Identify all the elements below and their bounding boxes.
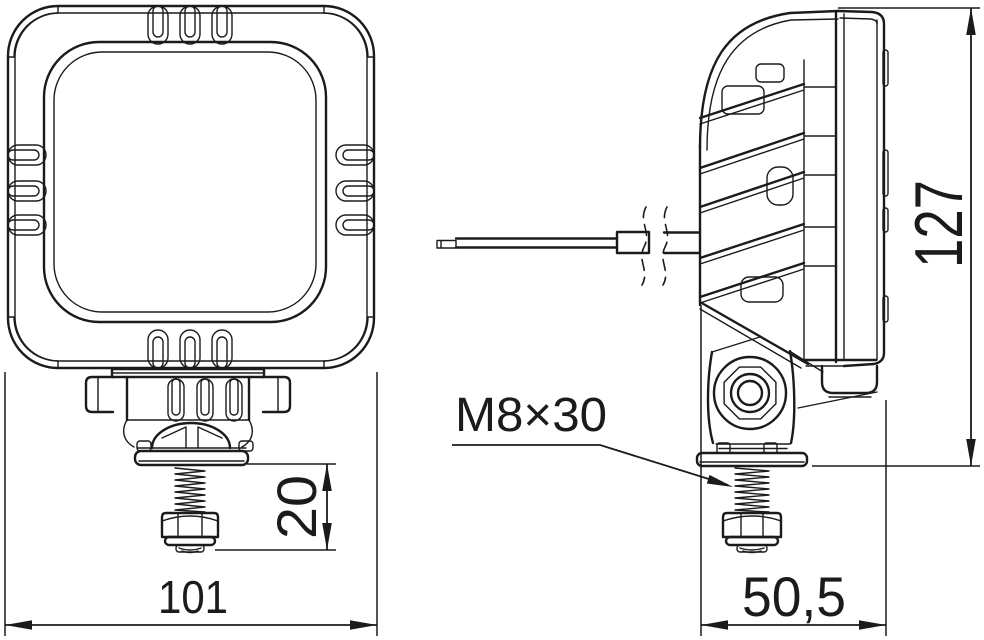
side-view [436,9,889,554]
dimension-height-label: 127 [901,180,977,268]
front-bracket [84,367,292,467]
side-heatsink-fins [698,63,837,304]
bolt-spec-label: M8×30 [455,389,607,442]
front-top-slots [147,5,233,45]
front-lens-frame [42,40,328,324]
arrowhead-leader [706,474,733,487]
dimension-width: 101 [4,372,378,636]
side-bracket-pedestal [695,336,878,468]
front-left-slots [7,144,47,236]
arrowhead-left [701,620,728,630]
arrowhead-up [966,8,976,35]
dimension-stud-length-label: 20 [265,475,328,539]
side-body [698,9,889,398]
side-mounting-stud [721,467,783,554]
dimension-height: 127 [812,7,980,467]
front-bottom-slots [147,329,233,369]
arrowhead-down [966,439,976,466]
front-housing-outline [6,4,376,370]
power-cable [436,206,702,286]
cable-break-mark [662,206,669,286]
arrowhead-left [5,620,32,630]
front-view [6,4,376,554]
cable-break-mark [641,206,648,286]
front-right-slots [335,144,375,236]
arrowhead-right [350,620,377,630]
arrowhead-up [322,464,332,491]
dimension-width-label: 101 [158,571,228,623]
dimension-depth-label: 50,5 [742,565,846,628]
arrowhead-right [859,620,886,630]
front-mounting-stud [160,467,220,554]
bolt-spec-callout: M8×30 [452,389,733,487]
front-corner-accents [7,5,375,369]
dimension-depth: 50,5 [700,305,887,636]
dimension-stud-length: 20 [215,463,336,551]
arrowhead-down [322,523,332,550]
